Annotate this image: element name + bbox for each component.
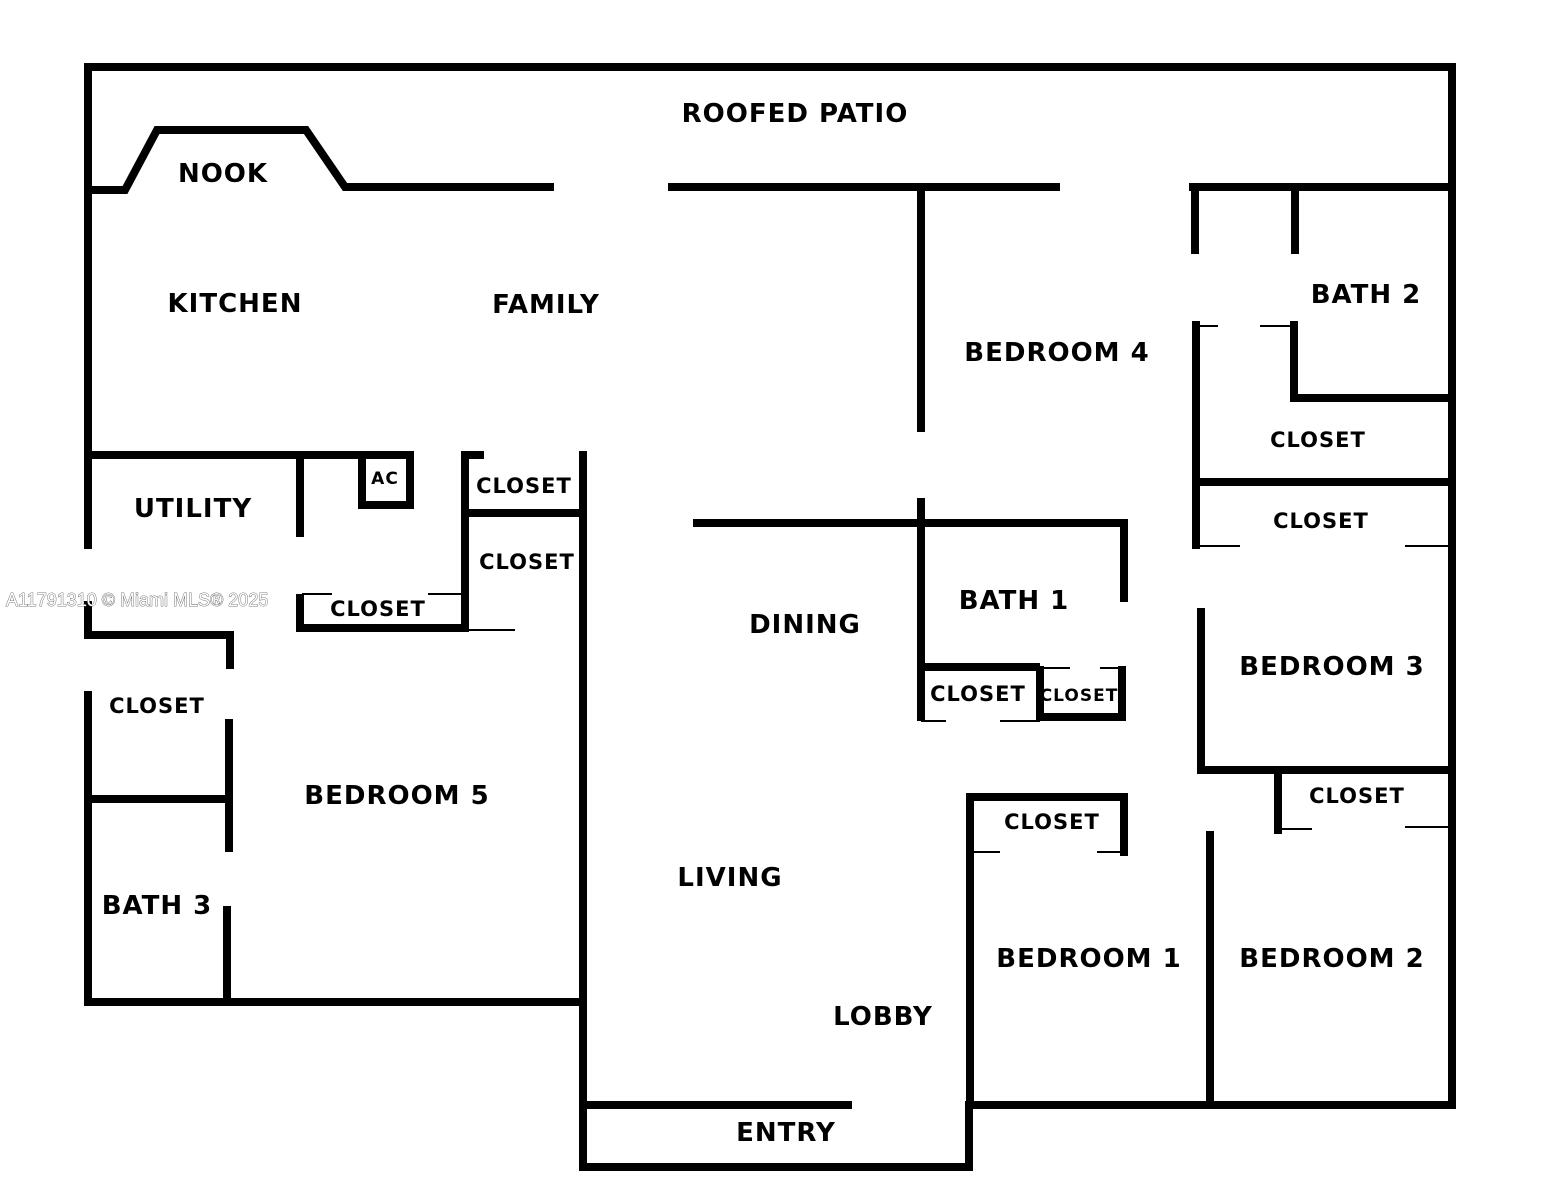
label-bedroom-4: BEDROOM 4 — [964, 338, 1149, 368]
label-closet-b: CLOSET — [479, 550, 575, 574]
label-utility: UTILITY — [134, 494, 252, 524]
label-entry: ENTRY — [736, 1118, 836, 1148]
label-closet-c: CLOSET — [330, 597, 426, 621]
label-closet-bath-1-b: CLOSET — [1040, 686, 1119, 706]
label-bedroom-2: BEDROOM 2 — [1239, 944, 1424, 974]
label-nook: NOOK — [178, 159, 268, 189]
label-roofed-patio: ROOFED PATIO — [682, 99, 909, 129]
label-bedroom-3: BEDROOM 3 — [1239, 652, 1424, 682]
room-labels: ROOFED PATIO NOOK KITCHEN FAMILY BEDROOM… — [102, 99, 1424, 1148]
label-closet-bedroom-3-top: CLOSET — [1273, 509, 1369, 533]
label-closet-bedroom-1: CLOSET — [1004, 810, 1100, 834]
label-closet-bath-2: CLOSET — [1270, 428, 1366, 452]
label-bath-1: BATH 1 — [959, 586, 1070, 616]
label-bath-2: BATH 2 — [1311, 280, 1422, 310]
watermark: A11791310 © Miami MLS® 2025 — [6, 590, 268, 610]
label-living: LIVING — [677, 863, 782, 893]
label-bath-3: BATH 3 — [102, 891, 213, 921]
label-bedroom-5: BEDROOM 5 — [304, 781, 489, 811]
walls — [84, 63, 1456, 1171]
label-dining: DINING — [749, 610, 861, 640]
label-lobby: LOBBY — [833, 1002, 933, 1032]
label-closet-a: CLOSET — [476, 474, 572, 498]
label-closet-bedroom-2: CLOSET — [1309, 784, 1405, 808]
label-closet-bedroom-5: CLOSET — [109, 694, 205, 718]
label-family: FAMILY — [492, 290, 600, 320]
label-bedroom-1: BEDROOM 1 — [996, 944, 1181, 974]
label-ac: AC — [371, 469, 399, 489]
label-closet-bath-1-a: CLOSET — [930, 682, 1026, 706]
label-kitchen: KITCHEN — [168, 289, 303, 319]
